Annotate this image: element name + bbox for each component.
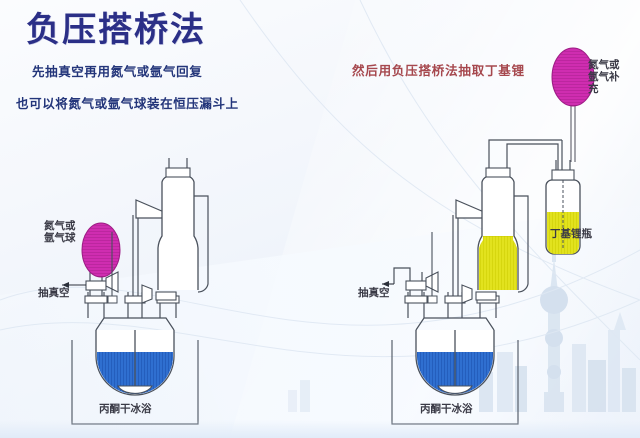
right-gas-balloon — [551, 47, 595, 107]
left-round-bottom-flask — [95, 330, 175, 396]
bottle-septum-cap — [551, 169, 575, 181]
left-dropping-funnel — [141, 158, 209, 304]
left-funnel-stopcock-handle — [141, 284, 153, 304]
label-reagent-bottle: 丁基锂瓶 — [550, 229, 592, 240]
label-right-vacuum: 抽真空 — [358, 288, 390, 299]
right-funnel-stopcock-handle — [461, 284, 473, 304]
right-dropping-funnel — [461, 152, 529, 304]
left-note-line-2: 也可以将氮气或氩气球装在恒压漏斗上 — [16, 97, 239, 111]
right-vacuum-stopcock-assembly — [382, 267, 439, 296]
label-right-balloon: 氮气或 氩气补 充 — [588, 60, 620, 95]
left-gas-balloon — [81, 222, 121, 278]
right-round-bottom-flask — [415, 330, 495, 396]
left-vacuum-arrow — [62, 282, 69, 288]
left-note-line-1: 先抽真空再用氮气或氩气回复 — [32, 65, 203, 79]
label-left-vacuum: 抽真空 — [38, 288, 70, 299]
left-rod-collar — [107, 295, 118, 304]
bottom-gradient-band — [0, 420, 640, 438]
butyllithium-bottle — [545, 160, 581, 255]
label-right-cooling-bath: 丙酮干冰浴 — [420, 404, 473, 415]
right-panel-heading: 然后用负压搭桥法抽取丁基锂 — [352, 64, 525, 78]
right-rod-collar — [427, 295, 438, 304]
right-stopcock-body — [405, 280, 427, 291]
page-title: 负压搭桥法 — [26, 12, 206, 49]
label-left-cooling-bath: 丙酮干冰浴 — [99, 404, 152, 415]
right-balloon-stem — [570, 100, 576, 162]
right-vacuum-arrow — [382, 281, 389, 287]
label-left-balloon: 氮气或 氩气球 — [44, 221, 76, 244]
